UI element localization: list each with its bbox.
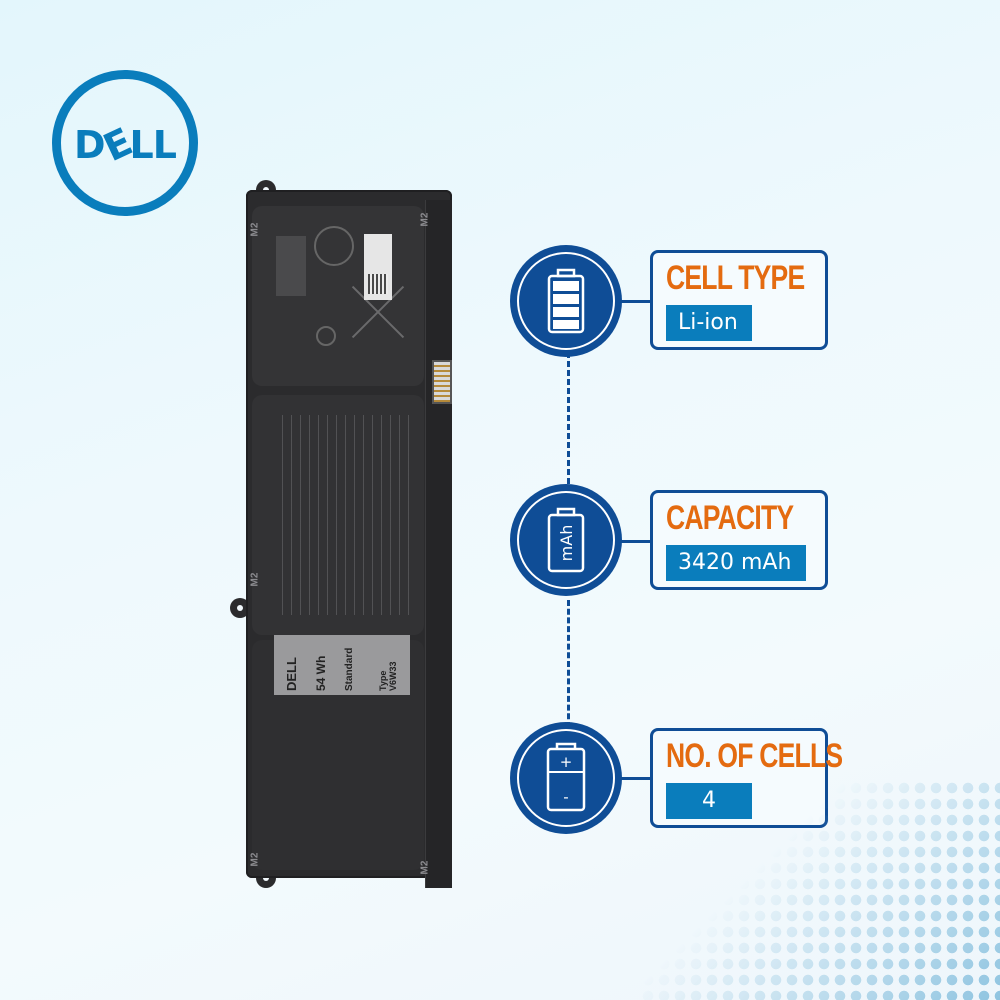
cell-type-card: CELL TYPE Li-ion	[650, 250, 828, 350]
mah-icon-text: mAh	[557, 525, 576, 562]
capacity-icon-badge: mAh	[510, 484, 622, 596]
plate-capacity: 54 Wh	[314, 655, 328, 691]
cell-type-title: CELL TYPE	[666, 259, 805, 297]
plus-sign: +	[560, 753, 573, 771]
battery-rating-plate: DELL 54 Wh Standard Type V6W33	[274, 635, 410, 695]
battery-body: DELL 54 Wh Standard Type V6W33 M2 M2 M2 …	[246, 190, 452, 888]
capacity-card: CAPACITY 3420 mAh	[650, 490, 828, 590]
cert-symbol	[316, 326, 336, 346]
halftone-dots-decoration	[640, 780, 1000, 1000]
battery-product-image: DELL 54 Wh Standard Type V6W33 M2 M2 M2 …	[230, 180, 456, 888]
qr-code	[368, 274, 388, 294]
mount-mark: M2	[419, 860, 431, 875]
battery-middle-cell	[252, 395, 424, 635]
plate-type: Type V6W33	[378, 661, 398, 691]
badge-ring	[517, 491, 615, 589]
cell-type-value: Li-ion	[666, 305, 752, 341]
serial-label	[364, 234, 392, 300]
feature-connector	[620, 300, 652, 303]
battery-side-rail	[425, 200, 452, 888]
mount-mark: M2	[419, 212, 431, 227]
mount-tab	[230, 598, 250, 618]
plate-brand: DELL	[284, 657, 299, 691]
badge-ring	[517, 252, 615, 350]
minus-sign: -	[563, 788, 568, 806]
battery-full-icon	[547, 268, 585, 334]
dashed-connector	[567, 352, 570, 484]
cells-icon-badge: + -	[510, 722, 622, 834]
dell-logo: DELL	[52, 70, 198, 216]
capacity-title: CAPACITY	[666, 499, 794, 537]
cert-seal	[314, 226, 354, 266]
dashed-connector	[567, 600, 570, 728]
badge-ring	[517, 729, 615, 827]
mount-mark: M2	[249, 222, 261, 237]
plate-grade: Standard	[344, 647, 355, 691]
battery-cell-icon: + -	[546, 742, 586, 812]
warning-sticker	[276, 236, 306, 296]
mount-mark: M2	[249, 572, 261, 587]
mount-mark: M2	[249, 852, 261, 867]
battery-top-cell	[252, 206, 424, 386]
cells-title: NO. OF CELLS	[666, 737, 843, 775]
capacity-value: 3420 mAh	[666, 545, 806, 581]
caution-text	[282, 415, 412, 615]
feature-connector	[620, 777, 652, 780]
battery-mah-icon: mAh	[547, 507, 585, 573]
battery-connector	[432, 360, 452, 404]
cell-type-icon-badge	[510, 245, 622, 357]
dell-logo-text: DELL	[74, 119, 177, 171]
feature-connector	[620, 540, 652, 543]
